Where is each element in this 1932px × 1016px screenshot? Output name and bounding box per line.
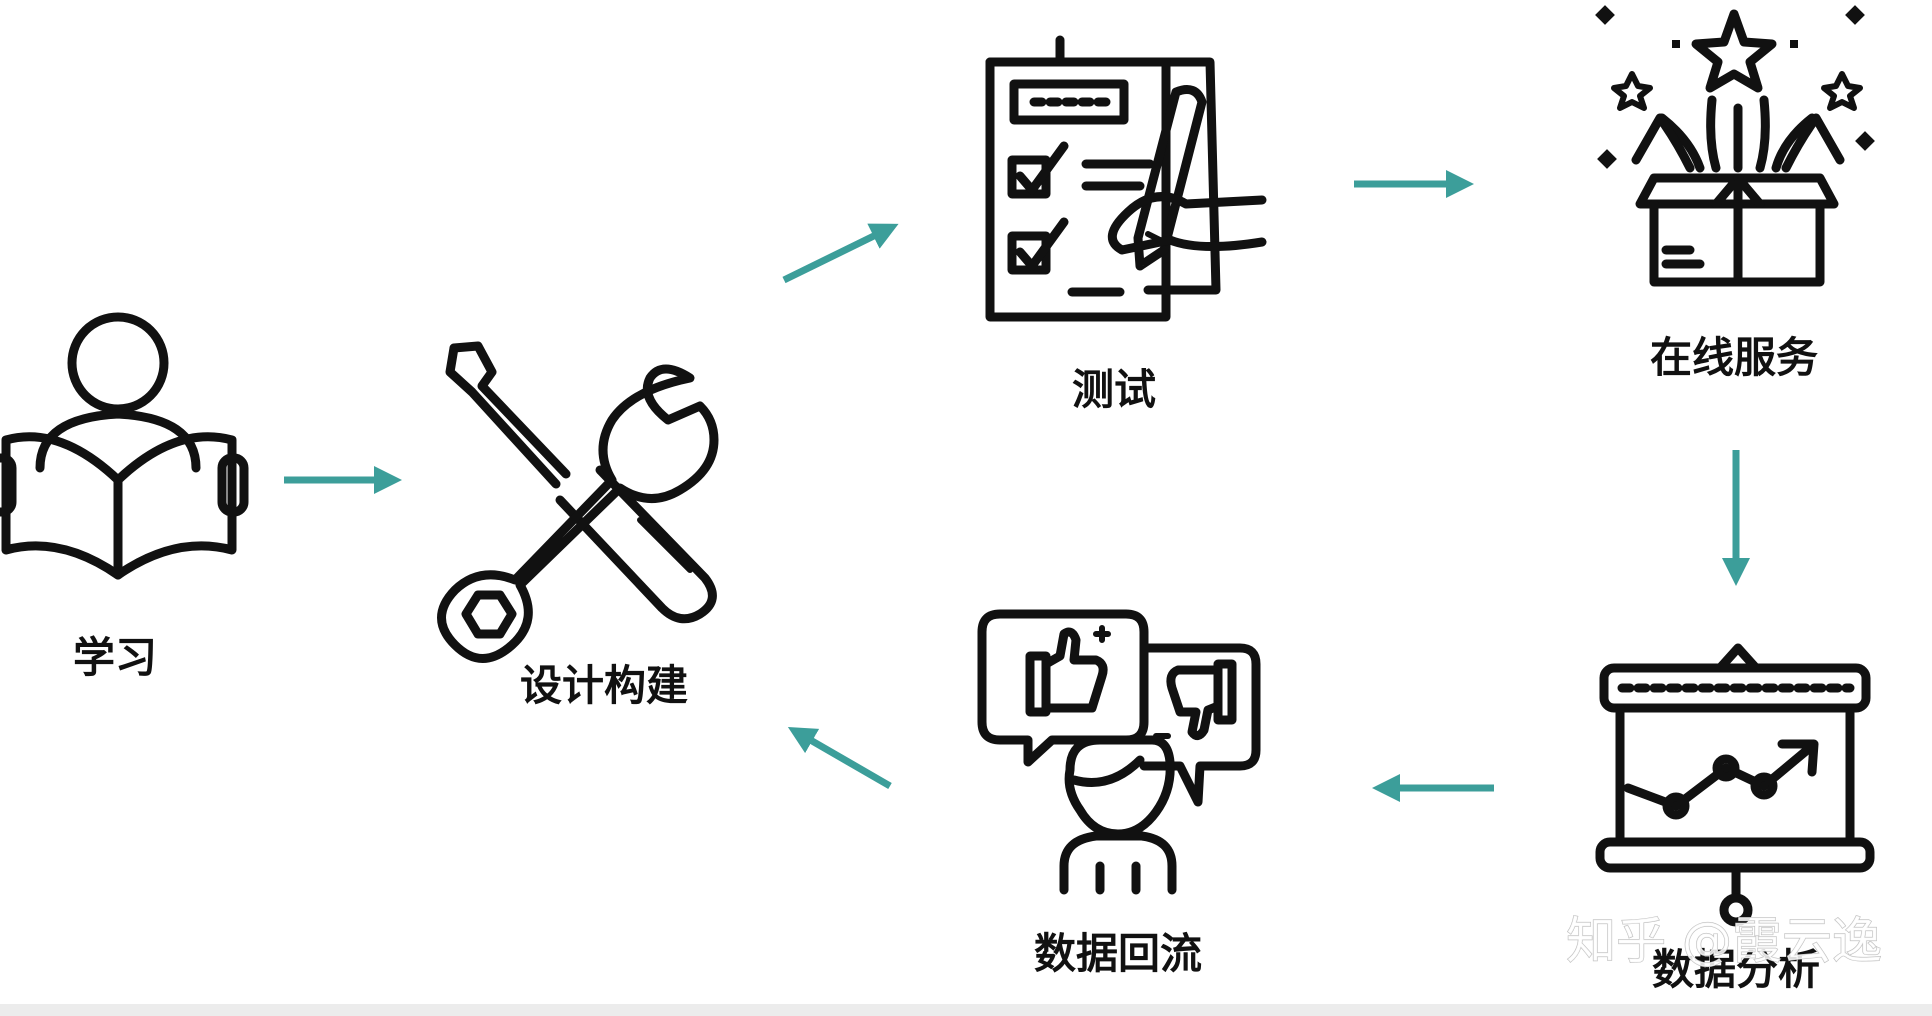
bottom-edge-strip <box>0 1004 1932 1016</box>
node-label-test: 测试 <box>1072 365 1156 414</box>
open-gift-box-icon <box>1595 5 1875 287</box>
reading-person-icon <box>0 312 249 580</box>
checklist-pen-icon <box>985 35 1267 322</box>
arrow-design-to-test <box>782 223 899 284</box>
node-label-analysis: 数据分析 <box>1652 945 1820 994</box>
node-label-design: 设计构建 <box>520 661 688 710</box>
watermark-text: 知乎 @霞云逸 <box>1566 912 1882 970</box>
presentation-chart-icon <box>1595 643 1875 927</box>
node-label-feedback: 数据回流 <box>1034 929 1202 978</box>
flow-arrows <box>284 170 1750 802</box>
arrow-feedback-to-design <box>787 726 892 790</box>
wrench-screwdriver-icon <box>437 341 719 663</box>
node-label-online: 在线服务 <box>1650 333 1818 382</box>
thumbs-feedback-person-icon <box>977 609 1261 895</box>
node-label-learn: 学习 <box>73 633 157 682</box>
